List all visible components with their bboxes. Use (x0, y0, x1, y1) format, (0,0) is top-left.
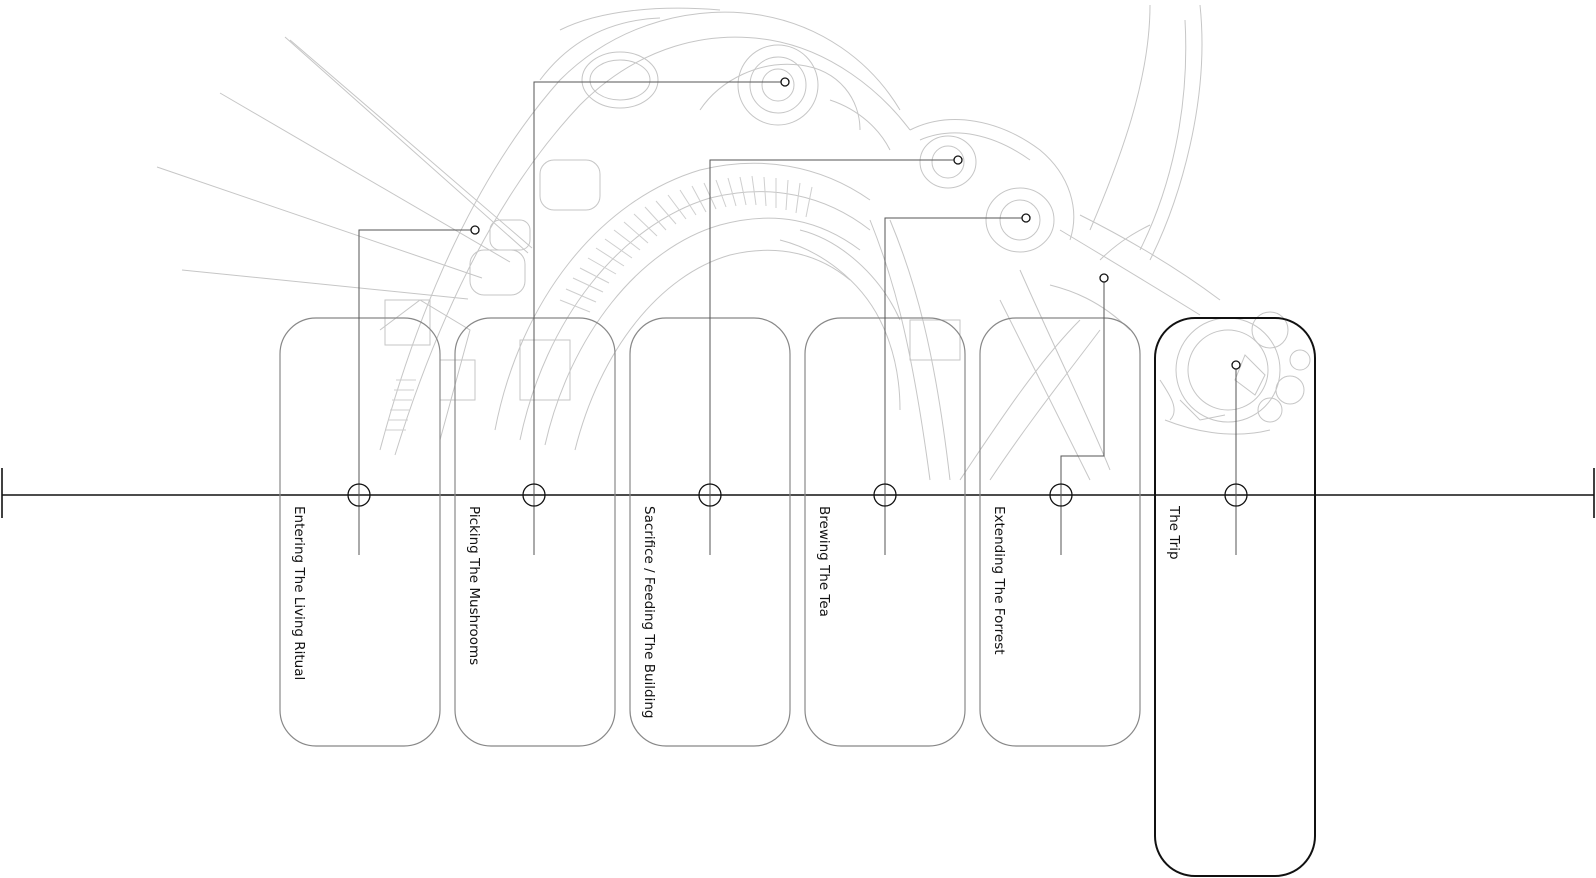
stage-card-entering: Entering The Living Ritual (279, 225, 480, 747)
plan-marker (470, 225, 480, 235)
stage-card-picking: Picking The Mushrooms (454, 77, 790, 747)
plan-marker (1099, 273, 1109, 283)
leader-line (709, 159, 958, 555)
leader-line (884, 217, 1026, 555)
stage-card-sacrifice: Sacrifice / Feeding The Building (629, 155, 963, 747)
plan-marker (1021, 213, 1031, 223)
card-frame (454, 317, 616, 747)
stage-label: The Trip (1166, 505, 1182, 560)
leader-line (358, 229, 475, 555)
plan-marker (1231, 360, 1241, 370)
timeline-node (347, 483, 371, 507)
timeline-axis (1, 468, 1595, 518)
leader-line (533, 81, 785, 555)
card-frame (979, 317, 1141, 747)
leader-line (1060, 278, 1105, 555)
card-frame (279, 317, 441, 747)
stage-label: Brewing The Tea (816, 506, 832, 617)
stage-label: Picking The Mushrooms (466, 506, 482, 665)
stage-label: Sacrifice / Feeding The Building (641, 506, 657, 718)
stage-card-trip: The Trip (1154, 317, 1316, 877)
site-plan-drawing (156, 4, 1311, 481)
stage-card-brewing: Brewing The Tea (804, 213, 1031, 747)
timeline-node (1224, 483, 1248, 507)
stage-label: Entering The Living Ritual (291, 506, 307, 680)
plan-marker (953, 155, 963, 165)
timeline-node (1049, 483, 1073, 507)
stage-label: Extending The Forrest (991, 506, 1007, 655)
plan-marker (780, 77, 790, 87)
timeline-node (873, 483, 897, 507)
stage-card-extending: Extending The Forrest (979, 273, 1141, 747)
card-frame-highlighted (1154, 317, 1316, 877)
timeline-node (698, 483, 722, 507)
timeline-node (522, 483, 546, 507)
